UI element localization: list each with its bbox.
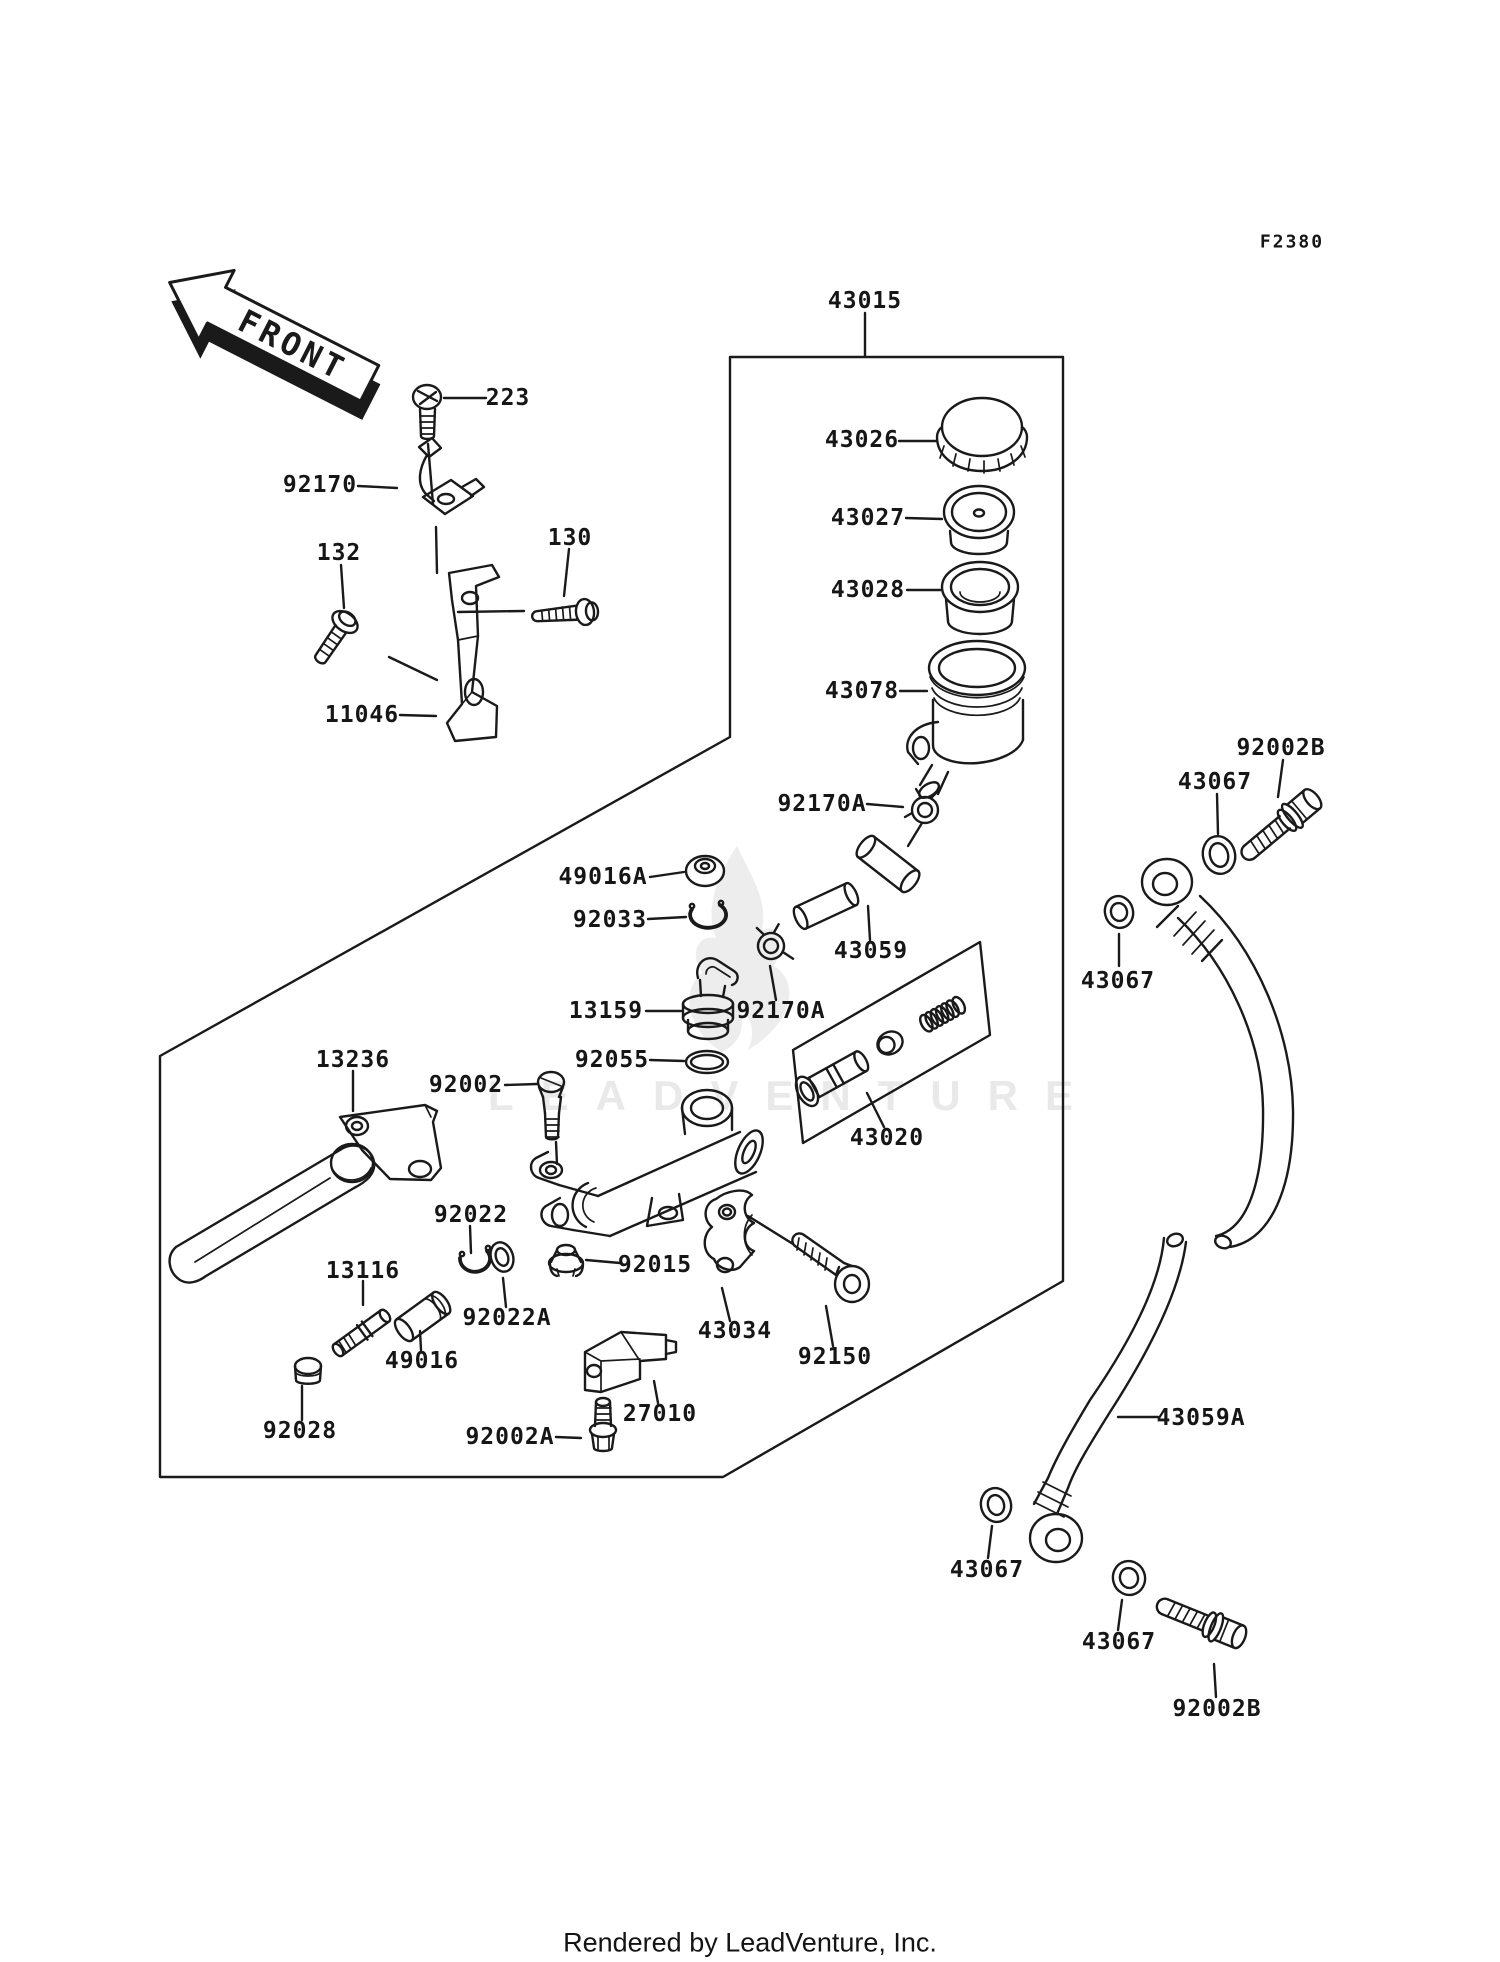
part-drawing-49016A-grommet	[684, 854, 726, 888]
leadventure-flame-watermark-icon	[689, 846, 790, 1052]
part-drawing-master-cylinder-body	[529, 1088, 764, 1238]
part-drawing-223-screw	[411, 383, 443, 441]
part-label-92002B-36: 92002B	[1172, 1696, 1262, 1722]
part-drawing-43034-clamp	[703, 1189, 756, 1274]
part-label-43059A-33: 43059A	[1156, 1405, 1246, 1431]
part-label-92170-1: 92170	[282, 472, 358, 498]
part-drawing-92055-oring	[684, 1049, 730, 1075]
part-label-130-3: 130	[547, 525, 593, 551]
leadventure-watermark-text: LEADVENTURE	[488, 1072, 1101, 1119]
part-drawing-43067-washer-top	[1201, 834, 1237, 876]
part-drawing-27010-switch	[583, 1330, 678, 1394]
part-label-43059-13: 43059	[833, 938, 909, 964]
part-drawing-92002-pivot-bolt	[536, 1070, 566, 1141]
part-drawing-43028-diaphragm	[940, 560, 1020, 636]
part-label-43027-7: 43027	[830, 505, 906, 531]
front-direction-arrow: FRONT	[168, 268, 381, 420]
part-drawing-11046-bracket	[445, 563, 501, 743]
part-drawing-13159-elbow	[681, 957, 739, 1041]
part-label-92002-19: 92002	[428, 1072, 504, 1098]
part-label-92150-26: 92150	[797, 1344, 873, 1370]
assembly-alignment-lines	[387, 442, 924, 1246]
part-label-92033-12: 92033	[572, 907, 648, 933]
rendered-by-credit: Rendered by LeadVenture, Inc.	[563, 1927, 937, 1958]
part-label-92002A-29: 92002A	[465, 1424, 555, 1450]
part-label-13116-22: 13116	[325, 1258, 401, 1284]
part-label-43028-8: 43028	[830, 577, 906, 603]
part-label-43078-9: 43078	[824, 678, 900, 704]
part-drawing-92002B-bolt-bottom	[1155, 1597, 1248, 1650]
part-drawing-92022A-washer	[489, 1241, 515, 1273]
part-label-43067-32: 43067	[1080, 968, 1156, 994]
part-label-43067-34: 43067	[949, 1557, 1025, 1583]
part-label-92022A-23: 92022A	[462, 1305, 552, 1331]
part-drawing-92028-cap	[293, 1356, 323, 1385]
part-drawing-43059-joint-hose	[792, 834, 921, 931]
part-label-13159-14: 13159	[568, 998, 644, 1024]
part-label-13236-18: 13236	[315, 1047, 391, 1073]
part-drawing-43067-washer-bottom-left	[979, 1486, 1013, 1524]
assembly-box-43015	[158, 355, 1065, 1479]
part-drawing-92150-bolt	[791, 1232, 871, 1304]
part-drawing-43027-plate	[942, 484, 1016, 556]
part-drawing-92015-nut	[547, 1243, 585, 1278]
part-drawing-92002B-bolt-top	[1240, 787, 1323, 861]
part-label-43015-5: 43015	[827, 288, 903, 314]
part-label-92170A-15: 92170A	[736, 998, 826, 1024]
part-label-92170A-10: 92170A	[777, 791, 867, 817]
leader-lines	[300, 311, 1285, 1699]
part-drawing-92002A-bolt	[588, 1396, 618, 1453]
part-drawing-92170A-clamp-lower	[755, 923, 795, 961]
part-label-92015-21: 92015	[617, 1252, 693, 1278]
part-drawing-92022-circlip	[458, 1244, 492, 1274]
part-drawing-43020-piston-kit	[791, 940, 992, 1145]
part-drawing-49016-boot	[393, 1290, 452, 1343]
part-label-43034-25: 43034	[697, 1318, 773, 1344]
part-label-223-0: 223	[485, 385, 531, 411]
part-drawing-43067-washer-bottom-right	[1111, 1559, 1147, 1597]
part-label-49016-24: 49016	[384, 1348, 460, 1374]
part-drawing-92033-circlip	[688, 899, 728, 930]
part-label-43067-31: 43067	[1177, 769, 1253, 795]
part-drawing-43078-reservoir	[906, 639, 1027, 799]
part-label-49016A-11: 49016A	[558, 864, 648, 890]
part-label-92002B-30: 92002B	[1236, 735, 1326, 761]
part-label-43020-17: 43020	[849, 1125, 925, 1151]
part-drawing-92170A-clamp-upper	[903, 787, 940, 825]
part-drawing-13236-lever	[168, 1103, 443, 1284]
part-drawing-43067-washer-mid	[1103, 894, 1135, 930]
part-drawing-43026-cap	[935, 396, 1029, 474]
part-drawing-13116-rod	[331, 1308, 392, 1358]
part-label-27010-27: 27010	[622, 1401, 698, 1427]
part-drawing-92170-bracket	[417, 436, 486, 516]
part-label-11046-4: 11046	[324, 702, 400, 728]
part-label-92022-20: 92022	[433, 1202, 509, 1228]
part-label-132-2: 132	[316, 540, 362, 566]
part-label-92028-28: 92028	[262, 1418, 338, 1444]
part-drawing-43059A-brake-hose	[1028, 857, 1295, 1564]
figure-code: F2380	[1259, 231, 1325, 253]
part-label-43026-6: 43026	[824, 427, 900, 453]
part-drawing-132-bolt	[313, 609, 359, 665]
part-label-92055-16: 92055	[574, 1047, 650, 1073]
part-label-43067-35: 43067	[1081, 1629, 1157, 1655]
part-drawing-130-bolt	[531, 597, 600, 627]
